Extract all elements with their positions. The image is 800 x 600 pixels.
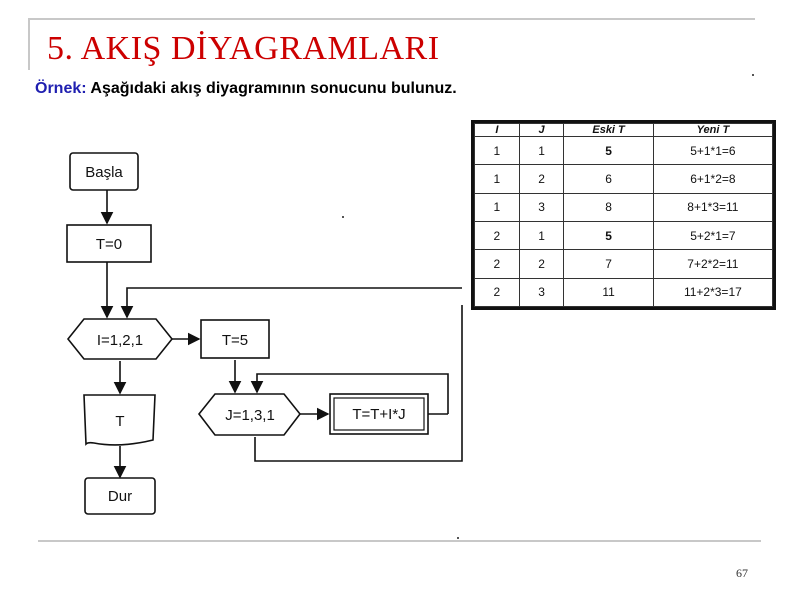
- table-row: 1 1 5 5+1*1=6: [474, 135, 774, 166]
- header-i: I: [474, 123, 520, 137]
- outer-loop-label: I=1,2,1: [97, 332, 143, 349]
- output-node: [83, 394, 156, 446]
- table-row: 2 2 7 7+2*2=11: [474, 249, 774, 279]
- table-header-row: I J Eski T Yeni T: [474, 123, 774, 137]
- header-j: J: [518, 123, 565, 137]
- outer-loop-return: [254, 305, 463, 462]
- cell-i: 2: [474, 277, 520, 308]
- table-row: 2 1 5 5+2*1=7: [474, 220, 774, 251]
- header-old-t: Eski T: [563, 123, 654, 137]
- start-node: [69, 152, 139, 191]
- cell-j: 1: [518, 220, 565, 251]
- cell-j: 2: [518, 164, 565, 194]
- cell-i: 1: [474, 135, 520, 166]
- end-node: [84, 477, 156, 515]
- bottom-rule: [38, 540, 761, 542]
- compute-node: [329, 393, 429, 435]
- table-row: 2 3 11 11+2*3=17: [474, 277, 774, 308]
- example-text: Aşağıdaki akış diyagramının sonucunu bul…: [86, 80, 457, 97]
- example-label: Örnek:: [35, 80, 87, 97]
- cell-old-t: 11: [563, 277, 654, 308]
- cell-j: 2: [518, 249, 565, 279]
- left-rule: [28, 18, 30, 70]
- cell-old-t: 5: [563, 220, 654, 251]
- example-prompt: Örnek: Aşağıdaki akış diyagramının sonuc…: [35, 80, 457, 98]
- inner-loop-label: J=1,3,1: [225, 407, 275, 424]
- init-label: T=0: [96, 236, 122, 253]
- outer-loop-return-top: [120, 287, 462, 319]
- outer-loop-node: [66, 318, 174, 360]
- table-row: 1 2 6 6+1*2=8: [474, 164, 774, 194]
- end-label: Dur: [108, 488, 132, 505]
- reset-node: [200, 319, 270, 359]
- compute-label: T=T+I*J: [352, 406, 405, 423]
- top-rule: [28, 18, 755, 20]
- header-new-t: Yeni T: [652, 123, 774, 137]
- cell-j: 1: [518, 135, 565, 166]
- decoration-dot: [752, 74, 754, 76]
- cell-new-t: 11+2*3=17: [652, 277, 774, 308]
- cell-i: 2: [474, 220, 520, 251]
- cell-i: 1: [474, 164, 520, 194]
- page-number: 67: [736, 566, 748, 580]
- cell-old-t: 5: [563, 135, 654, 166]
- cell-new-t: 5+1*1=6: [652, 135, 774, 166]
- cell-old-t: 7: [563, 249, 654, 279]
- table-row: 1 3 8 8+1*3=11: [474, 192, 774, 222]
- cell-old-t: 6: [563, 164, 654, 194]
- cell-i: 2: [474, 249, 520, 279]
- trace-table: I J Eski T Yeni T 1 1 5 5+1*1=6 1 2 6 6+…: [471, 120, 776, 310]
- cell-j: 3: [518, 192, 565, 222]
- cell-old-t: 8: [563, 192, 654, 222]
- decoration-dot: [457, 537, 459, 539]
- inner-loop-node: [197, 393, 302, 436]
- cell-new-t: 8+1*3=11: [652, 192, 774, 222]
- reset-label: T=5: [222, 332, 248, 349]
- cell-j: 3: [518, 277, 565, 308]
- slide-title: 5. AKIŞ DİYAGRAMLARI: [47, 30, 440, 67]
- cell-i: 1: [474, 192, 520, 222]
- compute-node-inner: [333, 397, 425, 431]
- inner-loop-return: [250, 373, 449, 414]
- start-label: Başla: [85, 164, 123, 181]
- decoration-dot: [342, 216, 344, 218]
- cell-new-t: 6+1*2=8: [652, 164, 774, 194]
- output-label: T: [115, 413, 124, 430]
- cell-new-t: 7+2*2=11: [652, 249, 774, 279]
- init-node: [66, 224, 152, 263]
- cell-new-t: 5+2*1=7: [652, 220, 774, 251]
